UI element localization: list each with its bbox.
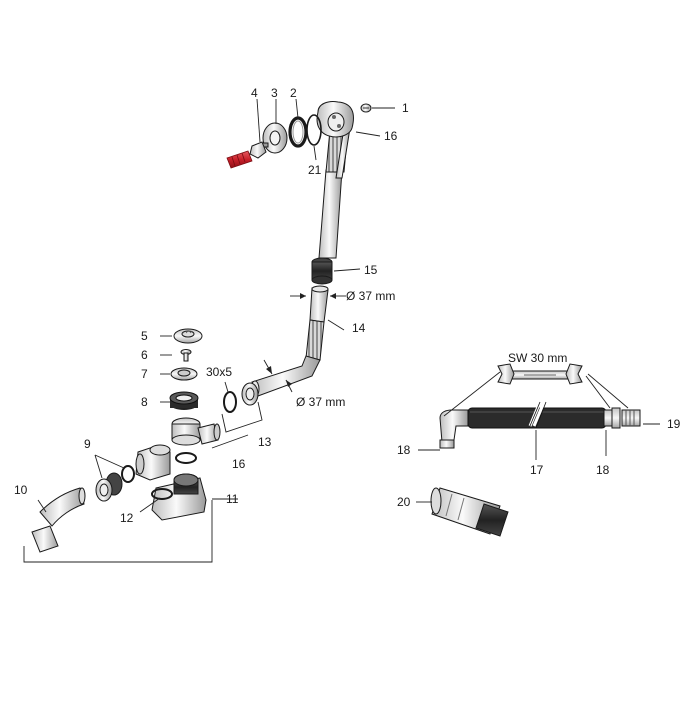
callout-18-left: 18 [397,443,411,457]
trap-ring [175,452,197,464]
bracket-11 [23,500,213,563]
waste-seal-30x5 [223,391,237,413]
drain-insert [170,367,198,381]
callout-18-right: 18 [596,463,610,477]
overflow-head [316,101,354,138]
callout-8: 8 [141,395,148,409]
overflow-seal [288,116,308,148]
waste-union-nut [241,382,259,406]
overflow-o-ring [306,114,322,146]
outlet-nut [95,472,123,502]
hose-elbow-fitting [439,409,469,449]
callout-7: 7 [141,367,148,381]
callout-13: 13 [258,435,272,449]
trap-o-ring [151,488,173,500]
seal-size-label: 30x5 [206,365,232,379]
callout-2: 2 [290,86,297,100]
diameter-label-lower: Ø 37 mm [296,395,345,409]
callout-11: 11 [226,492,239,506]
hose [467,401,607,429]
callout-5: 5 [141,329,148,343]
callout-19: 19 [667,417,681,431]
overflow-assembly [226,101,372,259]
outlet-bend-pipe [31,487,86,553]
pipe-connector [311,257,333,285]
spare-connector [430,487,509,537]
callout-16-waste: 16 [232,457,246,471]
overflow-pipe [318,169,343,259]
callout-labels: 1 2 3 4 16 21 15 14 5 6 7 8 9 10 11 12 1… [14,86,681,525]
threaded-adapter [621,409,641,427]
callout-12: 12 [120,511,134,525]
callout-21: 21 [308,163,322,177]
overflow-nut [249,141,267,159]
wrench [497,363,583,385]
callout-20: 20 [397,495,411,509]
callout-16-overflow: 16 [384,129,398,143]
callout-1: 1 [402,101,409,115]
drain-screw [180,349,192,362]
callout-3: 3 [271,86,278,100]
hose-end-fitting [603,407,621,429]
waste-body [171,417,221,446]
drain-elbow-pipe [250,285,329,398]
bracket-13 [221,401,263,433]
overflow-rosette [261,122,288,154]
outlet-seal [121,465,135,483]
elbow-fitting [135,444,171,481]
callout-6: 6 [141,348,148,362]
drain-gasket [169,391,199,410]
callout-4: 4 [251,86,258,100]
leader-lines [37,98,660,513]
callout-10: 10 [14,483,28,497]
trap-body [151,473,207,521]
overflow-screw [360,103,372,113]
callout-9: 9 [84,437,91,451]
callout-15: 15 [364,263,378,277]
wrench-size-label: SW 30 mm [508,351,567,365]
callout-14: 14 [352,321,366,335]
diameter-label-upper: Ø 37 mm [346,289,395,303]
callout-17: 17 [530,463,544,477]
drain-cover [173,328,203,344]
dimension-labels: Ø 37 mm Ø 37 mm 30x5 SW 30 mm [206,289,567,409]
red-threaded-pin [226,150,253,169]
